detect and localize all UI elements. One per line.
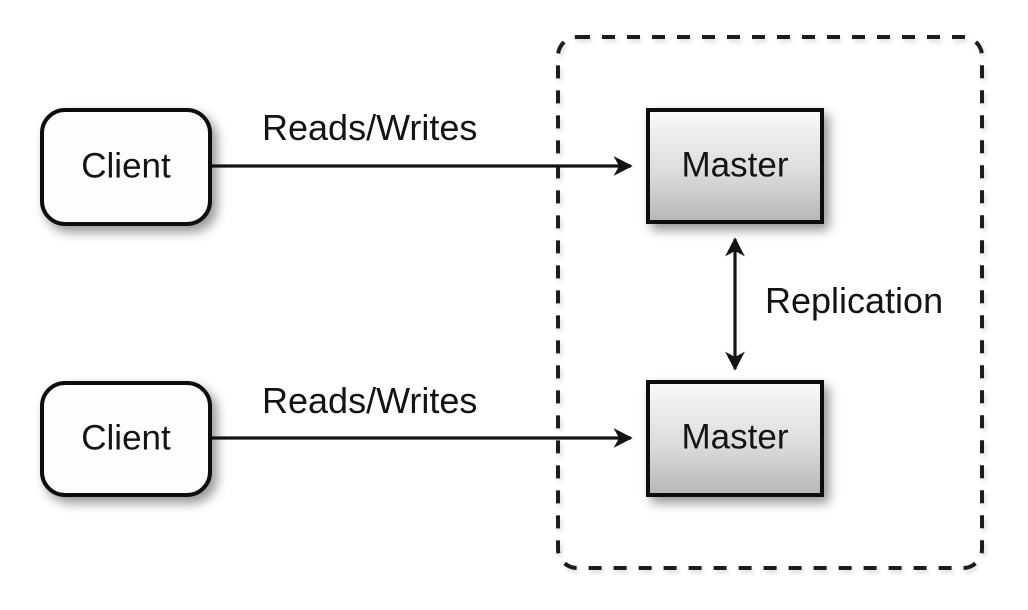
edge-label-reads-writes-top: Reads/Writes xyxy=(262,107,477,148)
node-master-bottom[interactable]: Master xyxy=(646,380,824,497)
edge-label-replication: Replication xyxy=(765,280,943,321)
node-client-top[interactable]: Client xyxy=(40,108,212,226)
client-bottom-shape xyxy=(40,381,212,497)
master-bottom-shape xyxy=(646,380,824,497)
edge-label-reads-writes-bottom: Reads/Writes xyxy=(262,380,477,421)
client-top-label: Client xyxy=(81,146,171,185)
node-master-top[interactable]: Master xyxy=(646,108,824,224)
master-cluster-boundary xyxy=(556,35,984,570)
master-top-shape xyxy=(646,108,824,224)
edge-replication: Replication xyxy=(725,237,943,371)
master-top-label: Master xyxy=(682,145,789,184)
edge-reads-writes-top: Reads/Writes xyxy=(211,107,633,176)
edge-reads-writes-bottom: Reads/Writes xyxy=(211,380,633,448)
client-bottom-label: Client xyxy=(81,418,171,457)
client-top-shape xyxy=(40,108,212,226)
master-bottom-label: Master xyxy=(682,417,789,456)
node-client-bottom[interactable]: Client xyxy=(40,381,212,497)
